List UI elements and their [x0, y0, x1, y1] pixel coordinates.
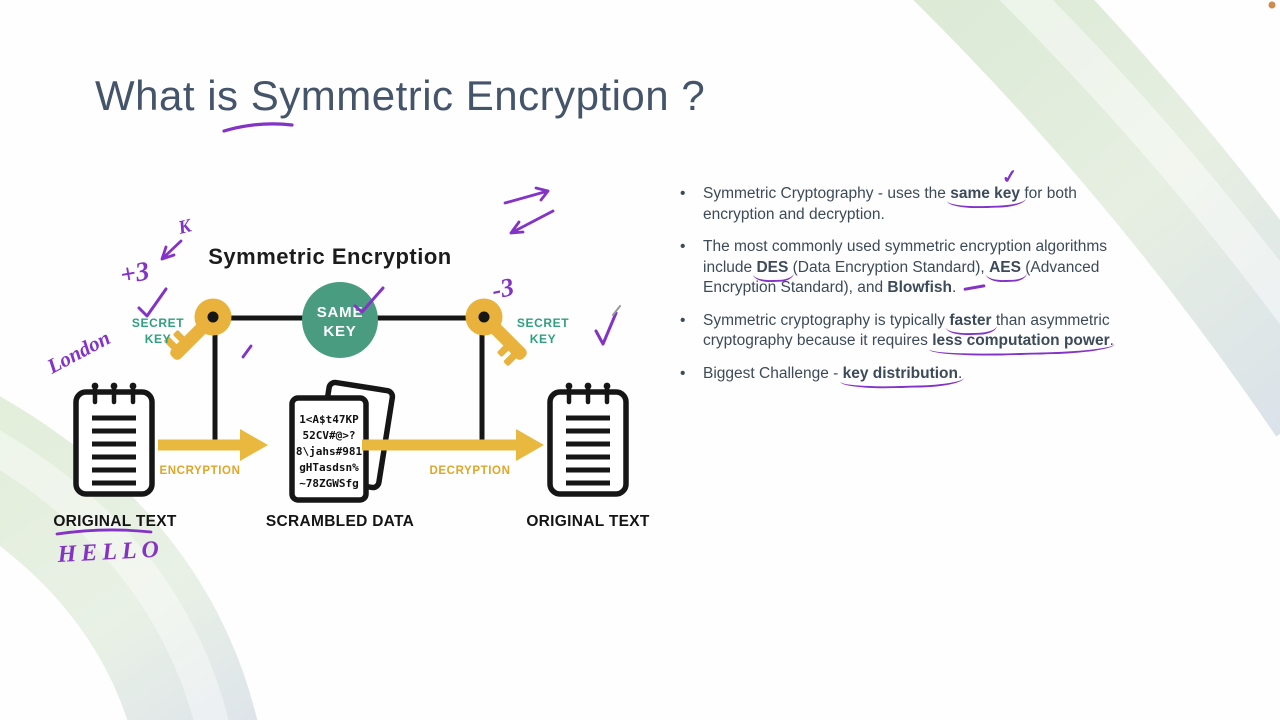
title-post: tric Encryption ? — [395, 72, 706, 119]
decor-swirl-top-right — [913, 0, 1280, 437]
bullet-item: The most commonly used symmetric encrypt… — [678, 237, 1140, 299]
decor-swirl-top-right-highlight — [999, 0, 1280, 325]
notepad-icon-right — [547, 382, 629, 497]
key-icon-right — [465, 298, 527, 366]
svg-text:52CV#@>?: 52CV#@>? — [303, 429, 356, 442]
bullet-list: Symmetric Cryptography - uses the same k… — [678, 184, 1140, 396]
key-icon-left — [164, 298, 232, 360]
bullet-item: Symmetric Cryptography - uses the same k… — [678, 184, 1140, 225]
decor-swirl-bottom-left-highlight — [0, 430, 229, 720]
same-key-label-line1: SAME — [317, 304, 364, 321]
svg-text:~78ZGWSfg: ~78ZGWSfg — [299, 477, 359, 490]
bullet-text: The most commonly used symmetric encrypt… — [703, 238, 1107, 296]
svg-text:8\jahs#981: 8\jahs#981 — [296, 445, 363, 458]
secret-key-left-label: SECRET KEY — [132, 316, 184, 346]
svg-text:1<A$t47KP: 1<A$t47KP — [299, 413, 359, 426]
decryption-label: DECRYPTION — [430, 465, 511, 477]
svg-text:KEY: KEY — [145, 332, 171, 346]
ink-dash-mark — [963, 284, 986, 291]
original-text-label-right: ORIGINAL TEXT — [526, 513, 650, 530]
svg-text:SECRET: SECRET — [132, 316, 184, 330]
original-text-label-left: ORIGINAL TEXT — [53, 513, 177, 530]
same-key-label-line2: KEY — [323, 323, 356, 340]
bullet-text: Symmetric cryptography is typically fast… — [703, 311, 1114, 350]
bullet-item: Biggest Challenge - key distribution. — [678, 364, 1140, 385]
accent-dot — [1268, 1, 1276, 9]
title-ink-word: Symme — [250, 72, 396, 119]
secret-key-right-label: SECRET KEY — [517, 316, 569, 346]
arrow-encryption — [158, 429, 268, 461]
notepad-icon-left — [73, 382, 155, 497]
bullet-text: Symmetric Cryptography - uses the same k… — [703, 184, 1140, 225]
diagram-heading: Symmetric Encryption — [208, 244, 452, 269]
scrambled-doc-icon: 1<A$t47KP 52CV#@>? 8\jahs#981 gHTasdsn% … — [289, 379, 396, 503]
svg-text:SECRET: SECRET — [517, 316, 569, 330]
page-title: What is Symmetric Encryption ? — [95, 72, 705, 120]
svg-text:gHTasdsn%: gHTasdsn% — [299, 461, 359, 474]
scrambled-text: 1<A$t47KP 52CV#@>? 8\jahs#981 gHTasdsn% … — [296, 413, 363, 490]
svg-text:KEY: KEY — [530, 332, 556, 346]
arrow-decryption — [362, 429, 544, 461]
scrambled-data-label: SCRAMBLED DATA — [266, 513, 414, 530]
bullet-item: Symmetric cryptography is typically fast… — [678, 311, 1140, 352]
encryption-label: ENCRYPTION — [160, 465, 241, 477]
decor-swirl-bottom-left — [0, 396, 258, 720]
title-pre: What is — [95, 72, 251, 119]
bullet-text: Biggest Challenge - key distribution. — [703, 364, 963, 382]
